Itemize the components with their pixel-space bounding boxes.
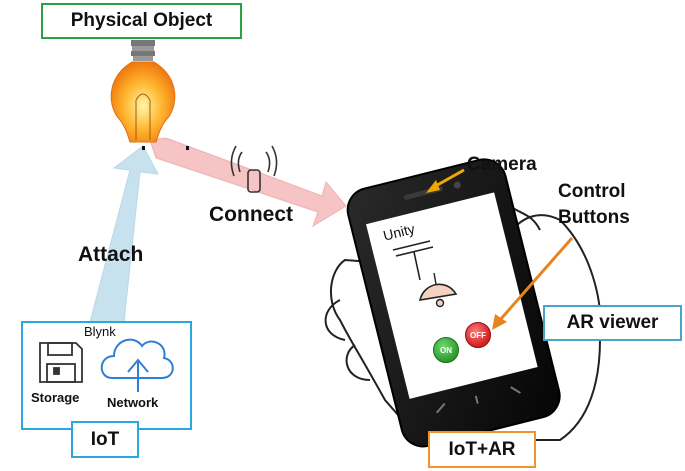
network-label: Network bbox=[107, 395, 159, 410]
control-buttons-arrow bbox=[492, 237, 574, 330]
connector-pin bbox=[186, 146, 189, 150]
attach-arrow bbox=[89, 145, 159, 323]
ar-viewer-label: AR viewer bbox=[543, 305, 682, 341]
unity-logo-icon bbox=[392, 240, 434, 281]
physical-object-label: Physical Object bbox=[41, 3, 242, 39]
smartphone bbox=[346, 158, 561, 448]
attach-label: Attach bbox=[78, 243, 144, 266]
lamp-icon bbox=[418, 272, 458, 308]
iot-label: IoT bbox=[71, 421, 139, 458]
connect-label: Connect bbox=[209, 203, 293, 226]
iot-ar-label: IoT+AR bbox=[428, 431, 536, 468]
control-buttons-label-line1: Control bbox=[558, 181, 626, 202]
lightbulb-icon bbox=[110, 40, 176, 143]
control-buttons-label-line2: Buttons bbox=[558, 207, 630, 228]
storage-label: Storage bbox=[31, 390, 80, 405]
cloud-upload-icon bbox=[100, 338, 174, 392]
on-button[interactable]: ON bbox=[433, 337, 459, 363]
floppy-disk-icon bbox=[39, 342, 83, 383]
wireless-sensor-icon bbox=[230, 145, 278, 193]
camera-arrow bbox=[426, 168, 465, 193]
camera-label: Camera bbox=[467, 154, 537, 175]
off-button[interactable]: OFF bbox=[465, 322, 491, 348]
blynk-label: Blynk bbox=[84, 324, 116, 339]
connector-pin bbox=[142, 146, 145, 150]
